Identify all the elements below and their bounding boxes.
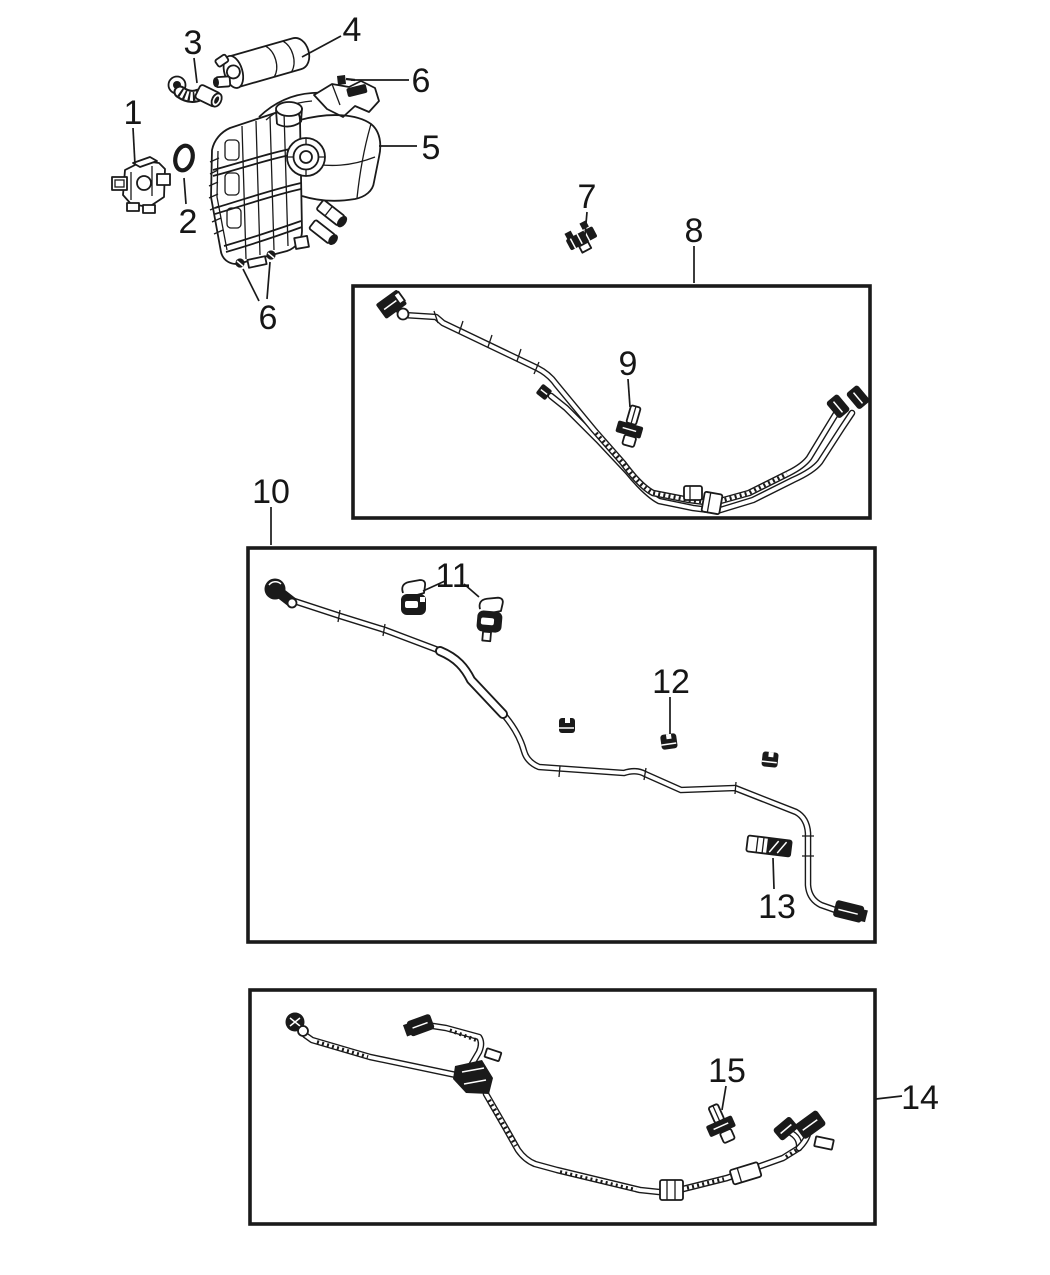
line-fitting bbox=[659, 1179, 684, 1201]
callout-6-label: 6 bbox=[412, 62, 431, 100]
quick-connector bbox=[376, 290, 407, 319]
callout-leaders bbox=[132, 35, 903, 1111]
callout-9-leader bbox=[627, 378, 631, 408]
detail-box-part-14 bbox=[248, 988, 877, 1226]
line-fitting bbox=[683, 485, 703, 501]
clips-part-11-drawing bbox=[401, 579, 504, 643]
callout-7-leader bbox=[584, 211, 588, 236]
clip-part-12-drawing bbox=[660, 733, 678, 750]
clip-part-11-a bbox=[401, 579, 427, 615]
callout-3-label: 3 bbox=[184, 24, 203, 62]
callout-1-leader bbox=[132, 127, 136, 166]
o-ring-part-2-drawing bbox=[173, 143, 195, 173]
callout-4-leader bbox=[301, 35, 342, 58]
callout-11-leaders bbox=[422, 580, 480, 598]
quick-connector bbox=[795, 1110, 826, 1139]
canister-part-5-drawing bbox=[208, 80, 382, 269]
callout-13-leader bbox=[772, 857, 775, 890]
hose-part-3-drawing bbox=[167, 75, 223, 108]
filter-part-4-drawing bbox=[212, 37, 311, 89]
callout-12-label: 12 bbox=[652, 663, 690, 701]
callout-4-label: 4 bbox=[343, 11, 362, 49]
line-clip bbox=[761, 751, 779, 768]
line-fitting bbox=[700, 491, 724, 515]
sleeve-part-13-drawing bbox=[745, 834, 793, 858]
callout-13-label: 13 bbox=[758, 888, 796, 926]
callout-15-label: 15 bbox=[708, 1052, 746, 1090]
vapor-line-part-10-drawing bbox=[264, 578, 868, 923]
callout-14-leader bbox=[875, 1095, 903, 1100]
valve-part-1-drawing bbox=[111, 156, 171, 214]
quick-connector bbox=[833, 900, 868, 923]
callout-5-label: 5 bbox=[422, 129, 441, 167]
detail-box-part-10 bbox=[246, 546, 877, 944]
vapor-line-part-8-drawing bbox=[376, 290, 870, 515]
quick-connector bbox=[773, 1117, 798, 1141]
detail-box-part-8 bbox=[351, 284, 872, 520]
canister-stub bbox=[316, 199, 348, 228]
callout-labels: 1 2 3 4 5 6 6 7 8 9 10 11 12 13 14 15 bbox=[124, 11, 939, 1117]
callout-11-label: 11 bbox=[435, 557, 470, 595]
callout-15-leader bbox=[721, 1085, 727, 1111]
clip-part-11-b bbox=[476, 596, 504, 643]
quick-connector bbox=[402, 1014, 435, 1037]
quick-connector bbox=[846, 385, 870, 409]
callout-8-label: 8 bbox=[685, 212, 704, 250]
callout-7-label: 7 bbox=[578, 178, 597, 216]
line-junction bbox=[453, 1060, 493, 1094]
line-clip bbox=[559, 718, 575, 733]
quick-connector bbox=[826, 394, 850, 418]
callout-2-label: 2 bbox=[179, 203, 198, 241]
callout-6-bottom-leaders bbox=[242, 261, 271, 302]
callout-6-label-second: 6 bbox=[259, 299, 278, 337]
line-clip bbox=[536, 384, 552, 400]
clip-part-15-drawing bbox=[706, 1103, 736, 1144]
clip-part-7-drawing bbox=[564, 220, 597, 254]
callout-9-label: 9 bbox=[619, 345, 638, 383]
callout-14-label: 14 bbox=[901, 1079, 939, 1117]
callout-3-leader bbox=[193, 57, 198, 84]
callout-1-label: 1 bbox=[124, 94, 143, 132]
vapor-line-part-14-drawing bbox=[285, 1012, 835, 1201]
callout-2-leader bbox=[183, 177, 187, 205]
line-sleeve bbox=[729, 1161, 763, 1186]
callout-10-label: 10 bbox=[252, 473, 290, 511]
canister-stub bbox=[308, 219, 338, 245]
screws-part-6-bottom-drawing bbox=[235, 250, 276, 268]
clip-part-9-drawing bbox=[615, 404, 644, 448]
